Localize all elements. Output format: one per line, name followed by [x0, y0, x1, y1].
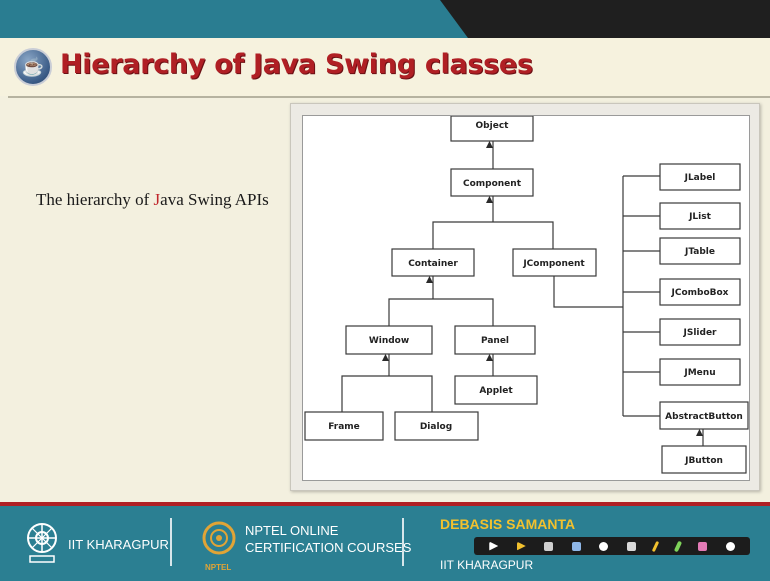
nptel-logo-text: NPTEL — [205, 563, 232, 572]
node-jcombobox-box — [659, 278, 741, 306]
undo-icon[interactable] — [698, 541, 708, 551]
node-component-box — [450, 168, 534, 197]
description-highlight: J — [153, 190, 161, 209]
header-dark-tab — [440, 0, 770, 38]
slide-description: The hierarchy of Java Swing APIs — [36, 190, 269, 210]
node-jcombobox: JComboBox — [659, 278, 741, 306]
iit-kharagpur-emblem-icon — [27, 523, 57, 563]
diagram-frame: Object Component Container JComponent Wi… — [290, 103, 760, 491]
node-applet-label: Applet — [479, 386, 513, 396]
footer-bar: IIT KHARAGPUR NPTEL NPTEL ONLINE CERTIFI… — [0, 506, 770, 581]
node-jslider: JSlider — [659, 318, 741, 346]
node-abstractbutton-box — [659, 401, 749, 430]
node-object-label: Object — [476, 121, 510, 131]
node-abstractbutton-label: AbstractButton — [665, 412, 743, 422]
pointer-icon[interactable] — [489, 541, 499, 551]
node-jslider-label: JSlider — [683, 328, 718, 338]
edge-container-jcomponent-merge — [432, 221, 554, 249]
java-logo-icon: ☕ — [14, 48, 52, 86]
node-jbutton-box — [661, 445, 747, 474]
node-window: Window — [345, 325, 433, 355]
node-jcomponent-box — [512, 248, 597, 277]
eraser-icon[interactable] — [571, 541, 581, 551]
node-jlabel-label: JLabel — [684, 173, 716, 183]
node-component-label: Component — [463, 179, 522, 189]
annotation-toolbar — [474, 537, 750, 555]
shape-icon[interactable] — [626, 541, 636, 551]
node-component: Component — [450, 168, 534, 197]
node-dialog: Dialog — [394, 411, 479, 441]
node-jlabel: JLabel — [659, 163, 741, 191]
edge-window-panel-merge — [388, 298, 494, 326]
node-jtable-box — [659, 237, 741, 265]
node-dialog-box — [394, 411, 479, 441]
clear-icon[interactable] — [725, 541, 735, 551]
node-frame: Frame — [304, 411, 384, 441]
description-prefix: The hierarchy of — [36, 190, 154, 209]
title-divider — [8, 96, 770, 98]
node-panel-box — [454, 325, 536, 355]
presenter-name: DEBASIS SAMANTA — [440, 516, 576, 532]
color-icon[interactable] — [673, 540, 682, 552]
node-jmenu-label: JMenu — [683, 368, 715, 378]
node-jlist-label: JList — [688, 212, 712, 222]
node-dialog-label: Dialog — [420, 422, 452, 432]
institute-name: IIT KHARAGPUR — [68, 537, 169, 552]
text-icon[interactable] — [599, 541, 609, 551]
line-icon[interactable] — [652, 540, 660, 552]
node-frame-box — [304, 411, 384, 441]
node-jcomponent: JComponent — [512, 248, 597, 277]
presenter-institute: IIT KHARAGPUR — [440, 558, 534, 572]
node-frame-label: Frame — [328, 422, 360, 432]
node-jlist: JList — [659, 202, 741, 230]
edge-frame-dialog-merge — [341, 375, 433, 412]
node-jcomponent-label: JComponent — [522, 259, 585, 269]
node-window-box — [345, 325, 433, 355]
node-object-box — [450, 116, 534, 142]
description-suffix: ava Swing APIs — [160, 190, 269, 209]
edge-jcomponent-branch — [553, 276, 623, 308]
node-object: Object — [450, 116, 534, 142]
node-applet: Applet — [454, 375, 538, 405]
node-window-label: Window — [369, 336, 409, 346]
nptel-title-line2: CERTIFICATION COURSES — [245, 540, 412, 555]
node-panel: Panel — [454, 325, 536, 355]
footer-separator-2 — [402, 518, 404, 566]
node-jcombobox-label: JComboBox — [671, 288, 729, 298]
node-jtable: JTable — [659, 237, 741, 265]
pen-icon[interactable] — [516, 541, 526, 551]
node-jbutton: JButton — [661, 445, 747, 474]
node-jtable-label: JTable — [684, 247, 715, 257]
node-jbutton-label: JButton — [684, 456, 723, 466]
class-hierarchy-diagram: Object Component Container JComponent Wi… — [302, 115, 750, 481]
highlighter-icon[interactable] — [544, 541, 554, 551]
node-container-label: Container — [408, 259, 458, 269]
title-area — [0, 38, 770, 96]
slide-title: Hierarchy of Java Swing classes — [60, 49, 533, 80]
hierarchy-svg: Object Component Container JComponent Wi… — [304, 116, 749, 474]
node-jlist-box — [659, 202, 741, 230]
node-container: Container — [391, 248, 475, 277]
node-jslider-box — [659, 318, 741, 346]
nptel-title-line1: NPTEL ONLINE — [245, 523, 339, 538]
node-jmenu-box — [659, 358, 741, 386]
node-abstractbutton: AbstractButton — [659, 401, 749, 430]
node-jlabel-box — [659, 163, 741, 191]
edges — [341, 141, 704, 446]
footer-separator-1 — [170, 518, 172, 566]
node-applet-box — [454, 375, 538, 405]
node-container-box — [391, 248, 475, 277]
node-panel-label: Panel — [481, 336, 509, 346]
nptel-logo-icon — [202, 521, 236, 555]
node-jmenu: JMenu — [659, 358, 741, 386]
footer-divider — [0, 502, 770, 506]
